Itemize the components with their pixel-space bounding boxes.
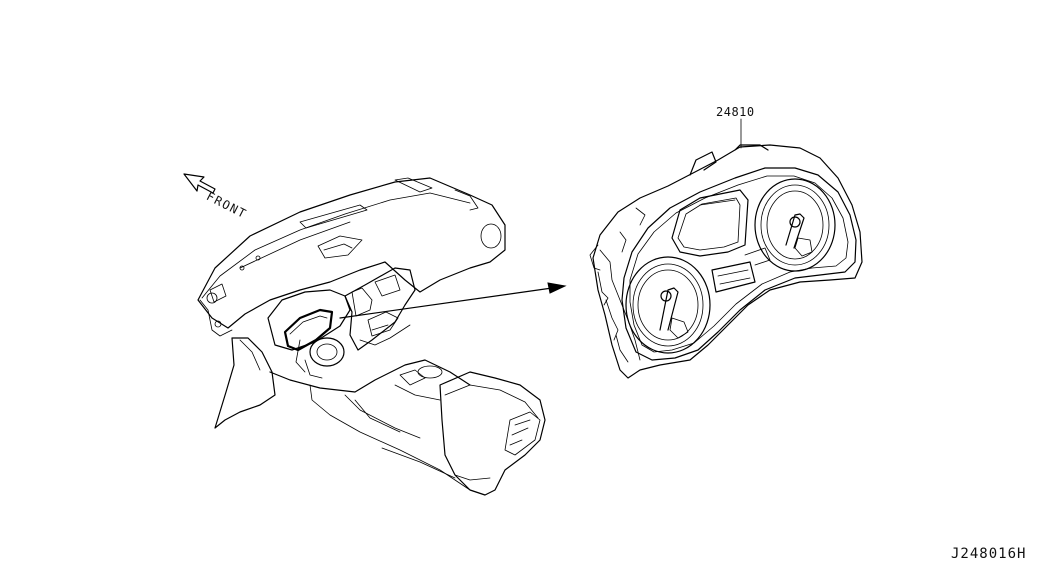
- front-arrow-icon: [183, 173, 216, 194]
- combination-meter-illustration: [589, 118, 863, 379]
- part-number-label: 24810: [716, 105, 755, 119]
- diagram-id-label: J248016H: [951, 546, 1027, 562]
- pointer-arrow: [339, 282, 567, 319]
- dashboard-illustration: [197, 177, 546, 496]
